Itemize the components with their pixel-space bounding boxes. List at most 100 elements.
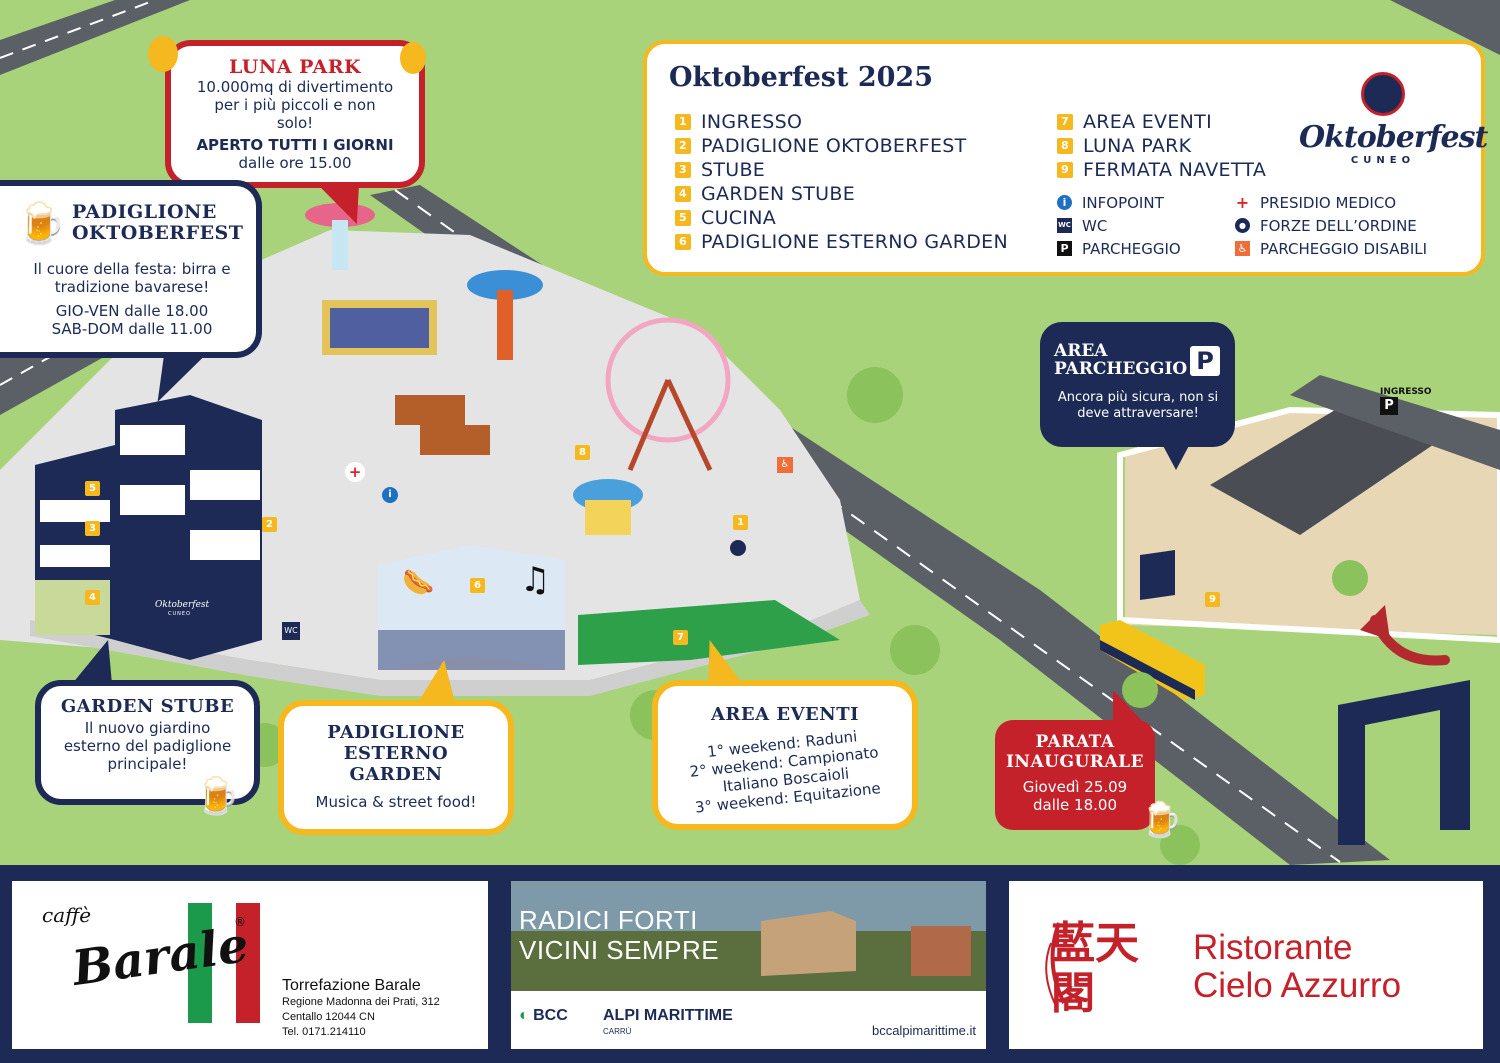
ristorante-name: Ristorante Cielo Azzurro: [1193, 928, 1402, 1005]
legend-service: ●FORZE DELL’ORDINE: [1235, 214, 1427, 237]
bcc-headline: RADICI FORTI VICINI SEMPRE: [519, 905, 720, 965]
garden-stube-desc: Il nuovo giardino esterno del padiglione…: [63, 719, 232, 773]
beer-mug-icon: 🍺: [16, 201, 66, 247]
bcc-logo: ◐ BCC: [519, 1007, 568, 1024]
legend-title: Oktoberfest 2025: [669, 62, 934, 93]
disabled-parking-icon: ♿: [1235, 241, 1250, 256]
marker-cucina[interactable]: 5: [85, 481, 100, 496]
area-eventi-title: AREA EVENTI: [710, 704, 860, 725]
hotdog-icon: 🌭: [402, 568, 435, 598]
luna-park-callout[interactable]: LUNA PARK 10.000mq di divertimento per i…: [165, 40, 425, 188]
parcheggio-title-2: PARCHEGGIO: [1054, 359, 1188, 379]
esterno-tail: [415, 660, 465, 706]
info-icon: i: [1057, 195, 1072, 210]
padiglione-hours-2: SAB-DOM dalle 11.00: [51, 320, 213, 338]
italian-flag-icon: [188, 903, 260, 1023]
legend-services-right: +PRESIDIO MEDICO ●FORZE DELL’ORDINE ♿PAR…: [1235, 191, 1427, 260]
ad-bcc-alpi-marittime[interactable]: RADICI FORTI VICINI SEMPRE ◐ BCC ALPI MA…: [511, 881, 986, 1049]
esterno-title-1: PADIGLIONE: [327, 722, 465, 743]
logo-script: Oktoberfest: [1299, 120, 1488, 155]
landscape-photo: [511, 881, 986, 991]
barale-address-1: Regione Madonna dei Prati, 312: [282, 996, 440, 1008]
parata-date: Giovedì 25.09: [1022, 778, 1128, 796]
parcheggio-callout[interactable]: AREA PARCHEGGIO P Ancora più sicura, non…: [1040, 322, 1235, 447]
footer-sponsors: caffè Barale ® Torrefazione Barale Regio…: [0, 865, 1500, 1063]
parcheggio-p-icon: P: [1190, 346, 1220, 376]
chinese-characters: 藍天閣: [1051, 918, 1139, 1019]
info-icon[interactable]: i: [382, 487, 398, 503]
legend-service: +PRESIDIO MEDICO: [1235, 193, 1397, 212]
wc-icon[interactable]: WC: [282, 622, 300, 640]
barale-info: Torrefazione Barale Regione Madonna dei …: [282, 977, 440, 1040]
music-note-icon: ♫: [520, 560, 551, 600]
marker-esterno-garden[interactable]: 6: [470, 578, 485, 593]
garden-stube-title: GARDEN STUBE: [60, 696, 235, 717]
logo-city: CUNEO: [1350, 155, 1416, 166]
esterno-garden-callout[interactable]: PADIGLIONE ESTERNO GARDEN Musica & stree…: [278, 700, 514, 835]
ad-caffe-barale[interactable]: caffè Barale ® Torrefazione Barale Regio…: [12, 881, 488, 1049]
chinese-emblem-icon: [1045, 922, 1066, 1009]
oktoberfest-logo: Oktoberfest CUNEO: [1299, 72, 1488, 166]
balloon-right-icon: [400, 42, 426, 74]
esterno-title-3: GARDEN: [349, 764, 443, 785]
marker-ingresso[interactable]: 1: [733, 515, 748, 530]
area-eventi-callout[interactable]: AREA EVENTI 1° weekend: Raduni 2° weeken…: [652, 680, 918, 830]
parata-title-1: PARATA: [1035, 732, 1115, 752]
ingresso-label: INGRESSO: [1380, 387, 1432, 397]
marker-stube[interactable]: 3: [85, 521, 100, 536]
marker-luna-park[interactable]: 8: [575, 445, 590, 460]
barale-name: Torrefazione Barale: [282, 977, 421, 994]
padiglione-callout[interactable]: 🍺 PADIGLIONE OKTOBERFEST Il cuore della …: [0, 180, 262, 358]
luna-park-desc: 10.000mq di divertimento per i più picco…: [196, 78, 394, 132]
medical-cross-icon: +: [1235, 193, 1250, 212]
esterno-title-2: ESTERNO: [343, 743, 449, 764]
wc-icon: WC: [1057, 218, 1072, 233]
barale-brand-small: caffè: [42, 903, 92, 927]
chinese-logo: 藍天閣: [1039, 903, 1165, 1029]
parata-callout[interactable]: PARATA INAUGURALE Giovedì 25.09 dalle 18…: [995, 720, 1155, 830]
garden-stube-callout[interactable]: GARDEN STUBE Il nuovo giardino esterno d…: [35, 680, 260, 805]
balloon-left-icon: [148, 36, 178, 72]
padiglione-hours-1: GIO-VEN dalle 18.00: [55, 302, 209, 320]
police-icon[interactable]: [730, 540, 746, 556]
esterno-desc: Musica & street food!: [315, 793, 477, 811]
ad-cielo-azzurro[interactable]: 藍天閣 Ristorante Cielo Azzurro: [1009, 881, 1483, 1049]
medical-icon[interactable]: +: [345, 462, 365, 482]
barale-phone: Tel. 0171.214110: [282, 1026, 366, 1038]
luna-park-title: LUNA PARK: [228, 56, 362, 78]
marker-garden-stube[interactable]: 4: [85, 590, 100, 605]
marker-area-eventi[interactable]: 7: [673, 630, 688, 645]
beer-mug-icon-2: 🍺: [195, 776, 240, 817]
padiglione-desc: Il cuore della festa: birra e tradizione…: [33, 260, 231, 296]
registered-mark: ®: [234, 915, 246, 929]
parcheggio-desc: Ancora più sicura, non si deve attravers…: [1057, 390, 1219, 421]
disabled-parking-icon[interactable]: ♿: [777, 457, 793, 473]
bcc-alpi: ALPI MARITTIME: [603, 1007, 733, 1024]
parking-icon[interactable]: P: [1380, 397, 1398, 415]
luna-park-hours: dalle ore 15.00: [238, 154, 352, 172]
bcc-website[interactable]: bccalpimarittime.it: [871, 1023, 976, 1038]
beer-mug-icon-3: 🍺: [1140, 800, 1183, 840]
marker-padiglione[interactable]: 2: [262, 517, 277, 532]
pavilion-logo: Oktoberfest: [155, 600, 210, 610]
paulaner-seal-icon: [1361, 72, 1405, 116]
marker-fermata-navetta[interactable]: 9: [1205, 592, 1220, 607]
padiglione-title-2: OKTOBERFEST: [72, 222, 244, 244]
police-icon: ●: [1235, 218, 1250, 233]
parking-icon: P: [1057, 241, 1072, 256]
